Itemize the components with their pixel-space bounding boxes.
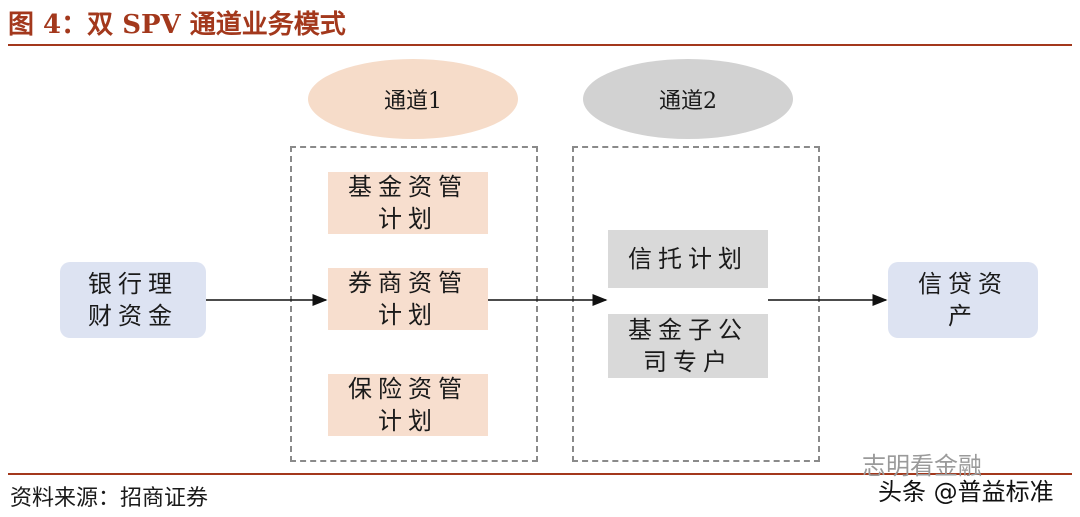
bank-wealth-funds-node: 银行理 财资金 <box>60 262 206 338</box>
watermark-text: 志明看金融 <box>862 452 982 480</box>
channel-2-label: 通道2 <box>659 89 717 114</box>
node-text-line: 保险资管 <box>348 375 468 403</box>
node-text-line: 计划 <box>378 301 438 329</box>
channel-2-ellipse: 通道2 <box>583 59 793 139</box>
node-text-line: 信贷资 <box>918 270 1008 298</box>
title-divider <box>8 44 1072 46</box>
node-text-line: 基金子公 <box>628 316 748 344</box>
node-text-line: 基金资管 <box>348 173 468 201</box>
fund-subsidiary-account-node: 基金子公 司专户 <box>608 314 768 378</box>
channel-1-label: 通道1 <box>384 89 442 114</box>
figure-title: 图 4：双 SPV 通道业务模式 <box>8 10 346 40</box>
credit-assets-node: 信贷资 产 <box>888 262 1038 338</box>
channel-1-ellipse: 通道1 <box>308 59 518 139</box>
node-text-line: 司专户 <box>643 348 733 376</box>
node-text-line: 产 <box>948 302 978 330</box>
node-text-line: 计划 <box>378 205 438 233</box>
node-text-line: 券商资管 <box>348 269 468 297</box>
node-text-line: 财资金 <box>88 302 178 330</box>
channel-2-frame <box>572 146 820 462</box>
watermark-handle: 头条 @普益标准 <box>878 478 1054 506</box>
footer-divider <box>8 473 1072 475</box>
source-note: 资料来源：招商证券 <box>10 486 209 511</box>
broker-asset-mgmt-plan-node: 券商资管 计划 <box>328 268 488 330</box>
fund-asset-mgmt-plan-node: 基金资管 计划 <box>328 172 488 234</box>
trust-plan-node: 信托计划 <box>608 230 768 288</box>
insurance-asset-mgmt-plan-node: 保险资管 计划 <box>328 374 488 436</box>
node-text-line: 银行理 <box>88 270 178 298</box>
node-text-line: 信托计划 <box>628 245 748 273</box>
channel-1-frame <box>290 146 538 462</box>
node-text-line: 计划 <box>378 407 438 435</box>
